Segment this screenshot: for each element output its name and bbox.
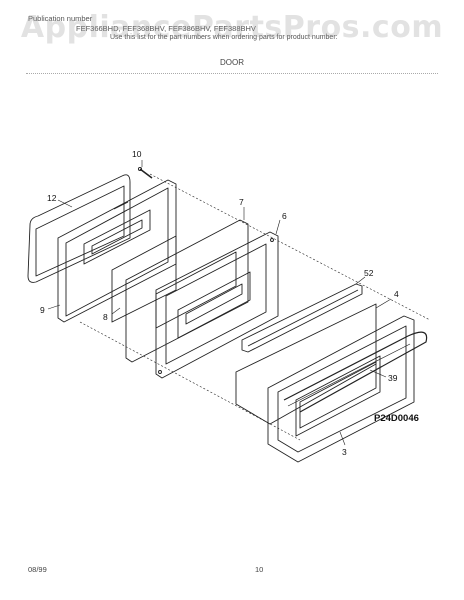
callout-9: 9 (40, 305, 45, 315)
part-3-door-frame (267, 315, 428, 463)
part-8-glass (111, 235, 177, 323)
part-10-screw (137, 166, 153, 179)
part-4-window-glass (235, 303, 377, 425)
footer-page-number: 10 (255, 565, 264, 574)
footer-date: 08/99 (28, 565, 47, 574)
part-9-outer-panel (57, 179, 177, 323)
callout-8: 8 (103, 312, 108, 322)
callout-52: 52 (364, 268, 374, 278)
part-12-gasket (27, 174, 131, 283)
callout-12: 12 (47, 193, 57, 203)
part-6-inner-frame (155, 231, 279, 379)
model-line: FEF366BHD, FEF368BHV, FEF386BHV, FEF388B… (76, 24, 256, 33)
diagram-code: P24D0046 (374, 413, 419, 424)
section-title: DOOR (220, 58, 244, 67)
callout-39: 39 (388, 373, 398, 383)
leader-lines (47, 160, 392, 446)
callout-6: 6 (282, 211, 287, 221)
watermark: AppliancePartsPros.com (20, 10, 444, 45)
callout-10: 10 (132, 149, 142, 159)
header-divider (26, 73, 438, 74)
instruction-line: Use this list for the part numbers when … (110, 34, 338, 41)
door-exploded-diagram: 10 12 7 6 9 8 52 4 39 3 (27, 149, 431, 463)
callout-7: 7 (239, 197, 244, 207)
publication-label: Publication number (28, 14, 93, 23)
callout-3: 3 (342, 447, 347, 457)
part-52-bracket (241, 283, 363, 353)
callout-4: 4 (394, 289, 399, 299)
